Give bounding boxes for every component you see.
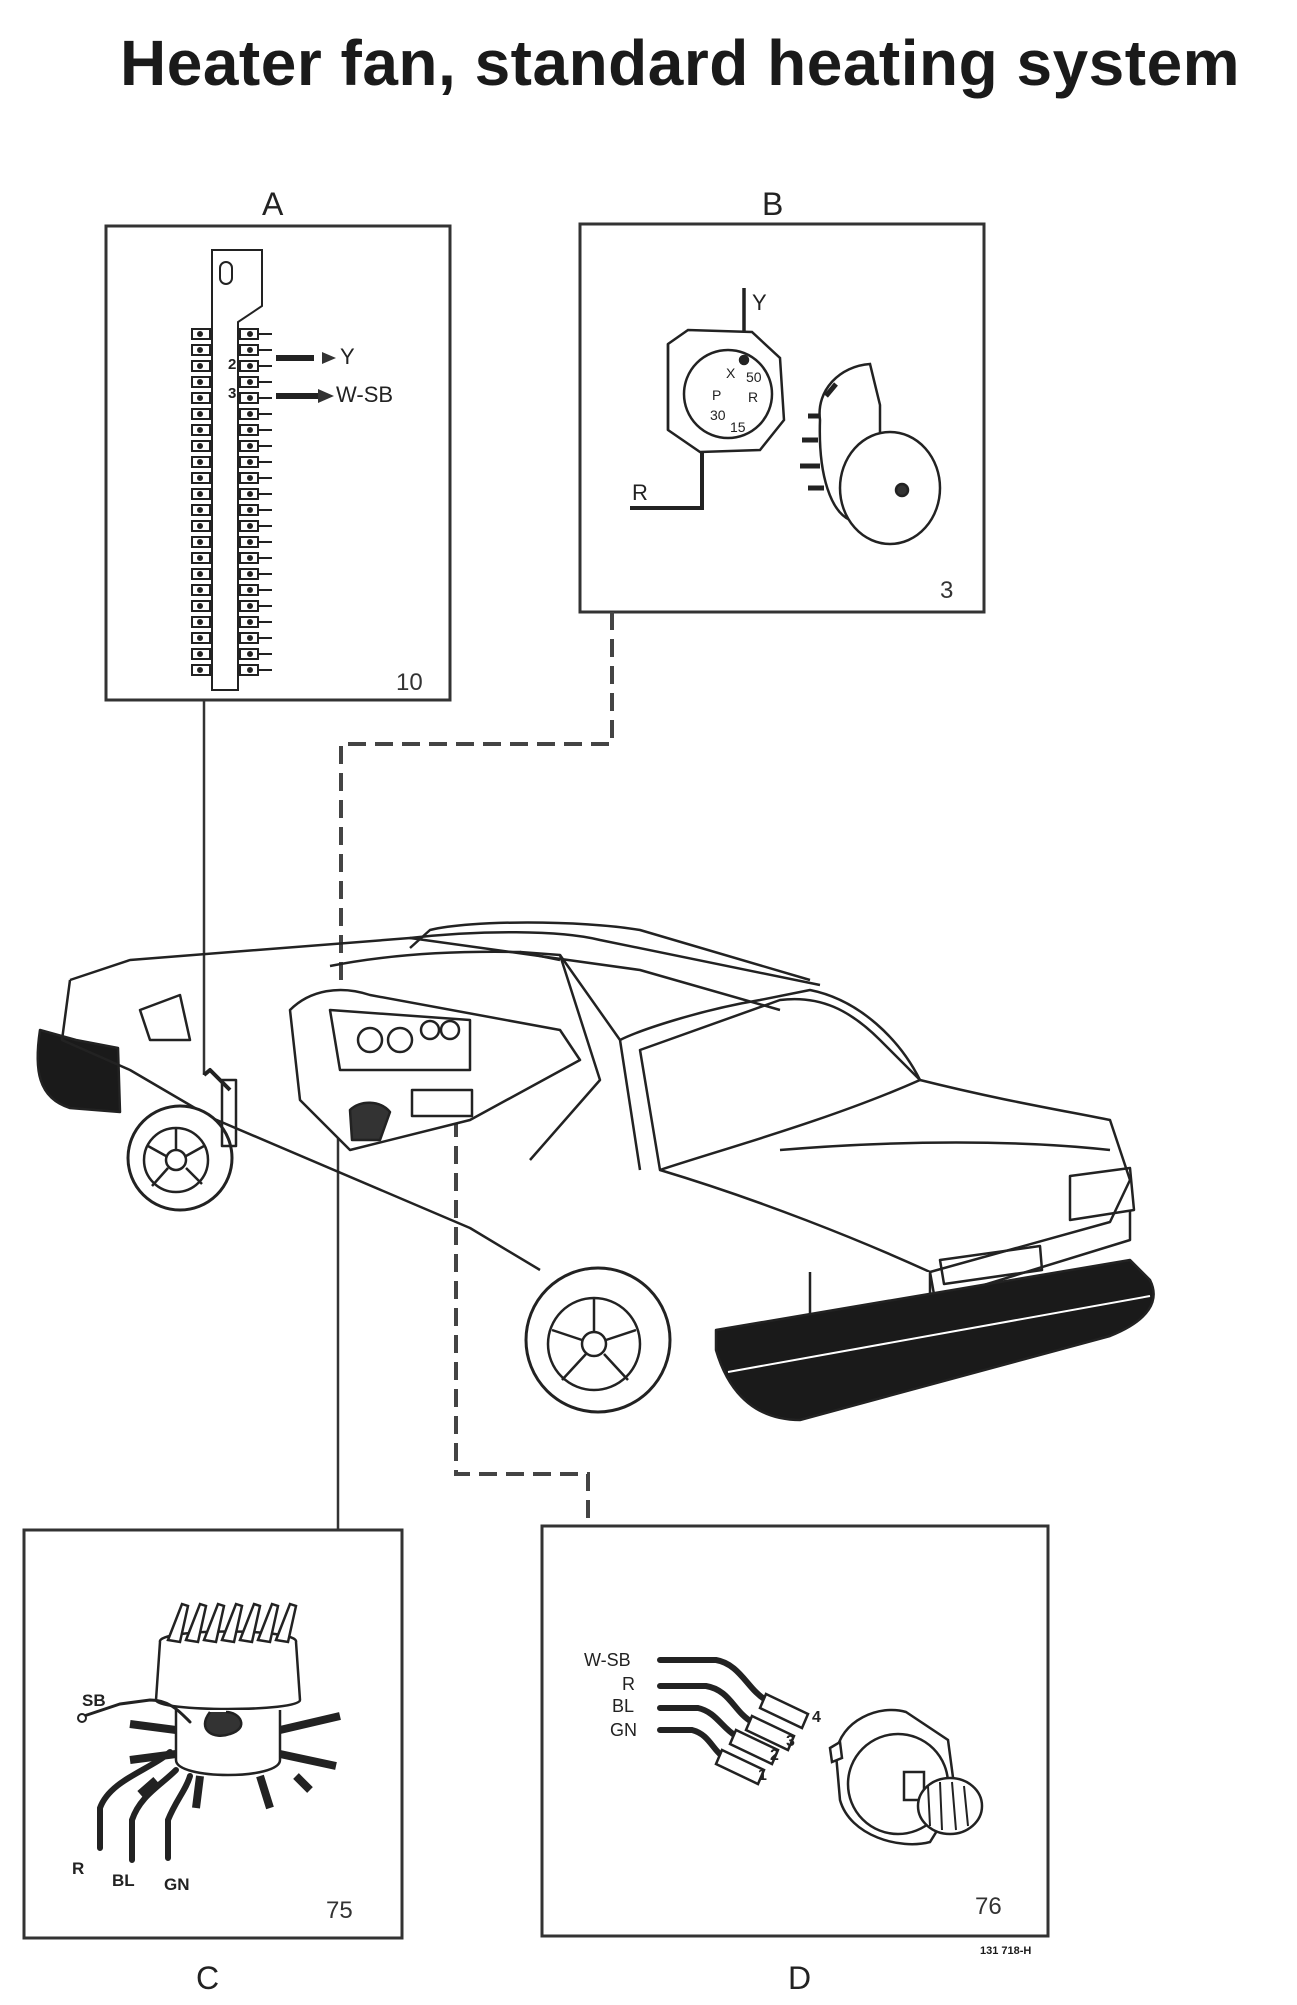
fuse-terminal [191,664,272,676]
fan-blade [274,1602,298,1644]
leader-b [339,612,614,1030]
fuse-terminal [191,328,272,340]
fuse-terminal [191,472,272,484]
leader-d [454,1065,590,1526]
fuse-terminal [191,376,272,388]
wire-label-sb-c: SB [82,1691,106,1710]
fuse-terminal [191,392,272,404]
panel-c-frame [22,1528,404,1940]
fan-control-knob [828,1708,984,1846]
panel-c-number: 75 [326,1897,353,1924]
fuse-terminal [191,456,272,468]
fuse-terminal [191,360,272,372]
connector-pin-2: 2 [770,1747,779,1764]
switch-body-front [800,362,942,546]
switch-mark-15: 15 [730,419,746,435]
panel-a-number: 10 [396,669,423,696]
wire-label-bl-c: BL [112,1871,135,1890]
switch-mark-30: 30 [710,407,726,423]
panel-a-letter: A [262,186,284,222]
panel-b-frame [578,222,986,614]
panel-d-frame [540,1524,1050,1938]
wire-r-b [630,432,704,510]
motor-wires [82,1698,193,1863]
arrow-out-wsb [318,389,334,403]
switch-mark-x: X [726,365,736,381]
fuse-terminal [191,648,272,660]
fuse-terminal [191,440,272,452]
fan-blade [184,1602,208,1644]
figure-reference: 131 718-H [980,1945,1032,1957]
fuse-terminal [191,408,272,420]
fan-motor [129,1602,341,1810]
wire-label-gn-d: GN [610,1720,637,1740]
wire-label-y-b: Y [752,290,767,315]
switch-mark-r: R [748,389,758,405]
fuse-terminal [191,568,272,580]
fan-blade [238,1602,262,1644]
panel-d-letter: D [788,1960,812,1996]
arrow-in-y [322,352,336,364]
wire-label-wsb-d: W-SB [584,1650,631,1670]
panel-b-number: 3 [940,577,953,604]
wire-label-r-c: R [72,1859,84,1878]
fuse-terminal [191,504,272,516]
wire-label-r-b: R [632,480,648,505]
fuse-terminal [191,552,272,564]
fuse-pin-3: 3 [228,385,236,402]
connector-pin-4: 4 [812,1709,821,1726]
fuse-pin-2: 2 [228,356,236,373]
switch-body-rear [666,328,786,454]
wire-label-wsb-a: W-SB [336,382,393,407]
wire-label-gn-c: GN [164,1875,190,1894]
fan-blade [220,1602,244,1644]
connector-pin-1: 1 [758,1767,767,1784]
panel-b-letter: B [762,186,784,222]
wire-label-r-d: R [622,1674,635,1694]
fuse-terminal [191,520,272,532]
switch-mark-50: 50 [746,369,762,385]
fan-blade [202,1602,226,1644]
fuse-terminal [191,424,272,436]
switch-mark-p: P [712,387,721,403]
connector-wires [657,1657,769,1759]
fuse-terminal [191,616,272,628]
fuse-terminal [191,600,272,612]
car-illustration [36,921,1155,1422]
connector-plugs [714,1692,810,1786]
page-title: Heater fan, standard heating system [120,27,1241,99]
fan-blade [166,1602,190,1644]
fan-blade [256,1602,280,1644]
panel-d-number: 76 [975,1893,1002,1920]
fuse-terminal [191,584,272,596]
panel-c-letter: C [196,1960,220,1996]
wire-label-y-a: Y [340,344,355,369]
fuse-terminal [191,344,272,356]
fuse-box-strip [191,249,272,691]
fuse-terminal [191,488,272,500]
connector-pin-3: 3 [786,1733,795,1750]
fuse-terminal [191,536,272,548]
fuse-terminal [191,632,272,644]
wire-label-bl-d: BL [612,1696,634,1716]
panel-a-frame [104,224,452,702]
